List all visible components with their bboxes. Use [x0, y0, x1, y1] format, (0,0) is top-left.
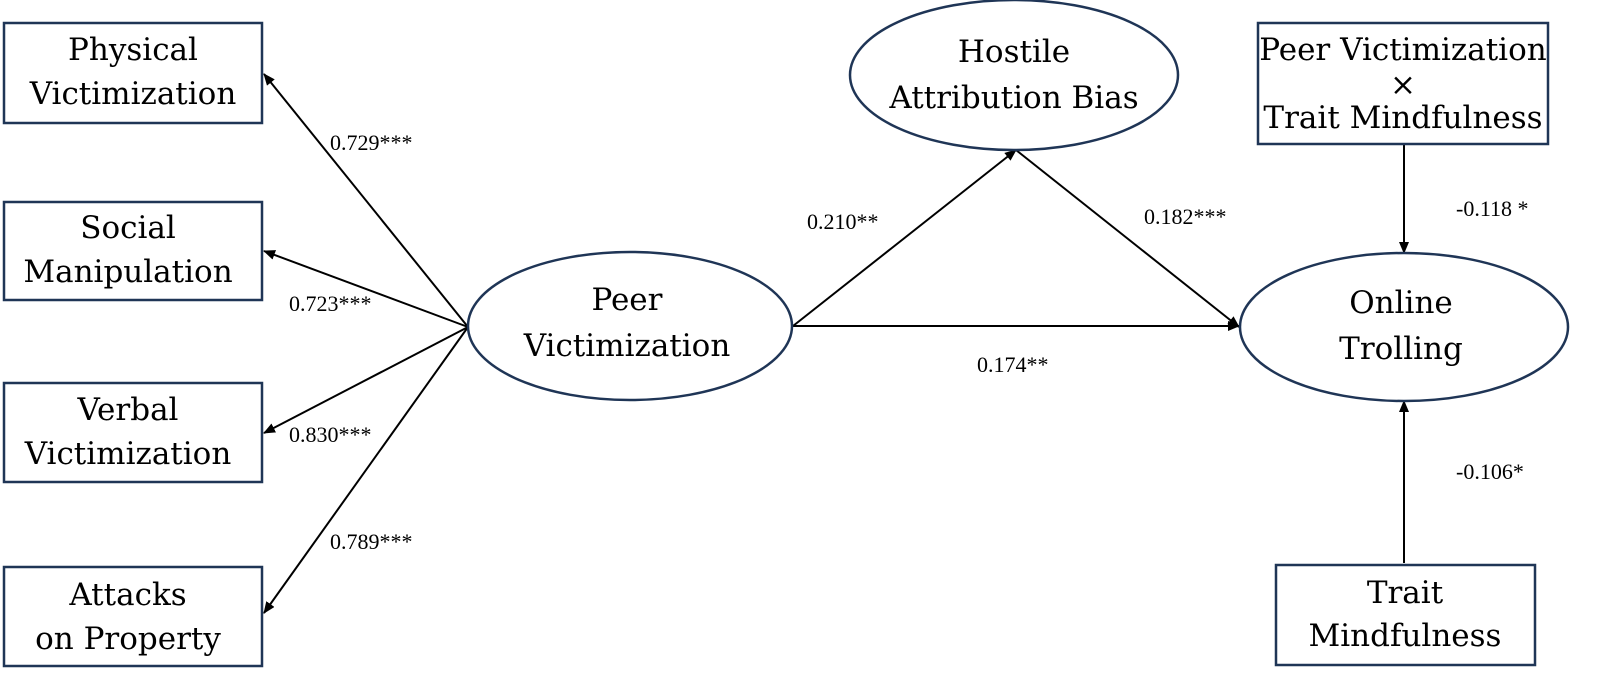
- indicator-physical-victimization: Physical Victimization: [2, 21, 264, 125]
- coef-hab-to-trolling: 0.182***: [1144, 204, 1227, 229]
- verbal-victimization-line1: Verbal: [77, 392, 179, 428]
- peer-victimization-line2: Victimization: [523, 328, 731, 364]
- verbal-victimization-line2: Victimization: [24, 436, 232, 472]
- peer-victimization-line1: Peer: [592, 282, 663, 318]
- latent-online-trolling: Online Trolling: [1238, 251, 1570, 403]
- arrow-pv-to-hab: [792, 149, 1017, 327]
- interaction-term-line2: ×: [1390, 67, 1416, 103]
- attacks-on-property-line2: on Property: [35, 621, 221, 657]
- coef-pv-to-property: 0.789***: [330, 529, 413, 554]
- indicator-social-manipulation: Social Manipulation: [2, 200, 264, 302]
- arrow-pv-to-verbal: [263, 326, 469, 434]
- hostile-attribution-bias-line2: Attribution Bias: [888, 80, 1138, 116]
- online-trolling-line2: Trolling: [1339, 331, 1463, 367]
- moderator-interaction-term: Peer Victimization × Trait Mindfulness: [1256, 21, 1550, 146]
- physical-victimization-line2: Victimization: [29, 76, 237, 112]
- trait-mindfulness-line1: Trait: [1367, 575, 1444, 611]
- attacks-on-property-line1: Attacks: [68, 577, 186, 613]
- latent-peer-victimization: Peer Victimization: [466, 250, 794, 402]
- moderator-trait-mindfulness: Trait Mindfulness: [1274, 563, 1537, 667]
- arrow-pv-to-social: [263, 250, 469, 328]
- interaction-term-line1: Peer Victimization: [1259, 32, 1546, 68]
- edges: [263, 73, 1409, 614]
- online-trolling-line1: Online: [1349, 285, 1453, 321]
- coef-pv-to-trolling: 0.174**: [977, 352, 1049, 377]
- arrow-hab-to-trolling: [1015, 149, 1240, 328]
- trait-mindfulness-line2: Mindfulness: [1309, 618, 1502, 654]
- coef-pv-to-verbal: 0.830***: [289, 422, 372, 447]
- arrow-pv-to-property: [263, 326, 469, 614]
- coef-mindfulness-to-trolling: -0.106*: [1456, 459, 1524, 484]
- social-manipulation-line2: Manipulation: [23, 254, 232, 290]
- indicator-verbal-victimization: Verbal Victimization: [2, 381, 264, 484]
- interaction-term-line3: Trait Mindfulness: [1263, 100, 1542, 136]
- social-manipulation-line1: Social: [80, 210, 176, 246]
- coef-pv-to-hab: 0.210**: [807, 209, 879, 234]
- indicator-attacks-on-property: Attacks on Property: [2, 565, 264, 668]
- coefficients: 0.729*** 0.723*** 0.830*** 0.789*** 0.21…: [289, 130, 1529, 554]
- coef-pv-to-social: 0.723***: [289, 291, 372, 316]
- latent-hostile-attribution-bias: Hostile Attribution Bias: [848, 0, 1180, 152]
- arrow-pv-to-physical: [263, 73, 469, 328]
- coef-interaction-to-trolling: -0.118 *: [1456, 196, 1529, 221]
- hostile-attribution-bias-line1: Hostile: [958, 34, 1070, 70]
- physical-victimization-line1: Physical: [68, 32, 198, 68]
- coef-pv-to-physical: 0.729***: [330, 130, 413, 155]
